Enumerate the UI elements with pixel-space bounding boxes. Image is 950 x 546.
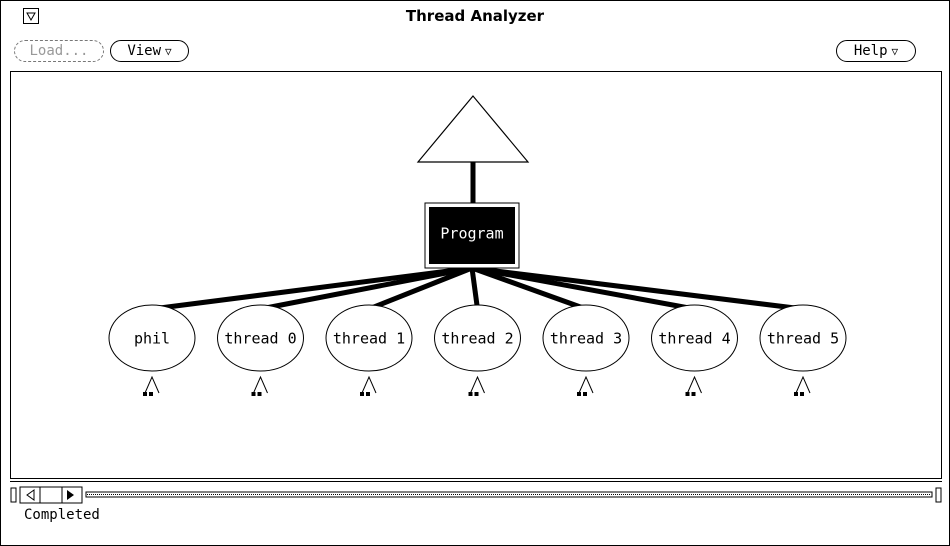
node-thread-3[interactable]: thread 3 <box>542 304 630 372</box>
subtree-expand-icon[interactable] <box>794 375 811 396</box>
node-phil[interactable]: phil <box>108 304 196 372</box>
scroll-right-arrow-icon <box>67 490 74 500</box>
view-menu-button[interactable]: View▽ <box>110 40 189 62</box>
load-button[interactable]: Load... <box>14 40 104 62</box>
child-edges <box>151 265 804 312</box>
node-label: phil <box>134 330 170 348</box>
node-thread-0[interactable]: thread 0 <box>217 304 304 372</box>
child-nodes: phil thread 0 thread 1 thread 2 thread 3 thre… <box>108 304 847 396</box>
status-message: Completed <box>24 507 100 523</box>
help-menu-button[interactable]: Help▽ <box>836 40 916 62</box>
edge-thread-2 <box>469 267 480 310</box>
thread-tree-graph: Program phil thread 0 thread 1 thread 2 thre… <box>108 95 847 396</box>
node-label: thread 0 <box>224 330 296 348</box>
scroll-elevator[interactable] <box>19 486 83 504</box>
collapsed-parent-up-triangle-icon[interactable] <box>416 95 530 163</box>
chevron-down-icon: ▽ <box>165 45 172 58</box>
subtree-expand-icon[interactable] <box>360 375 377 396</box>
node-thread-4[interactable]: thread 4 <box>651 304 738 372</box>
chevron-down-icon: ▽ <box>891 45 899 58</box>
view-button-label: View <box>127 43 162 59</box>
canvas-footer-divider <box>10 481 942 482</box>
subtree-expand-icon[interactable] <box>468 375 485 396</box>
thread-tree-canvas[interactable]: Program phil thread 0 thread 1 thread 2 thre… <box>10 71 942 479</box>
node-label: thread 3 <box>550 330 622 348</box>
title-bar[interactable]: Thread Analyzer <box>1 1 949 33</box>
down-triangle-icon <box>26 12 36 22</box>
subtree-expand-icon[interactable] <box>577 375 594 396</box>
edge-phil <box>151 265 473 312</box>
node-label: thread 1 <box>333 330 405 348</box>
subtree-expand-icon[interactable] <box>143 375 160 396</box>
scroll-left-arrow-icon <box>26 489 35 501</box>
node-thread-2[interactable]: thread 2 <box>434 304 521 372</box>
horizontal-scrollbar[interactable] <box>10 486 944 504</box>
scrollbar-graphic <box>10 486 942 504</box>
program-node[interactable]: Program <box>424 202 520 269</box>
node-label: thread 4 <box>658 330 730 348</box>
window-menu-button[interactable] <box>23 8 39 24</box>
subtree-expand-icon[interactable] <box>251 375 268 396</box>
edge-thread-5 <box>471 265 804 312</box>
help-button-label: Help <box>853 43 888 59</box>
edge-thread-1 <box>368 265 473 312</box>
edge-thread-0 <box>260 265 473 312</box>
node-label: thread 2 <box>441 330 513 348</box>
subtree-expand-icon[interactable] <box>685 375 702 396</box>
load-button-label: Load... <box>29 43 89 59</box>
window-title: Thread Analyzer <box>405 7 545 25</box>
node-label: thread 5 <box>767 330 839 348</box>
node-thread-1[interactable]: thread 1 <box>325 304 413 372</box>
node-thread-5[interactable]: thread 5 <box>759 304 847 372</box>
edge-thread-3 <box>471 265 587 312</box>
program-node-label: Program <box>440 225 503 243</box>
